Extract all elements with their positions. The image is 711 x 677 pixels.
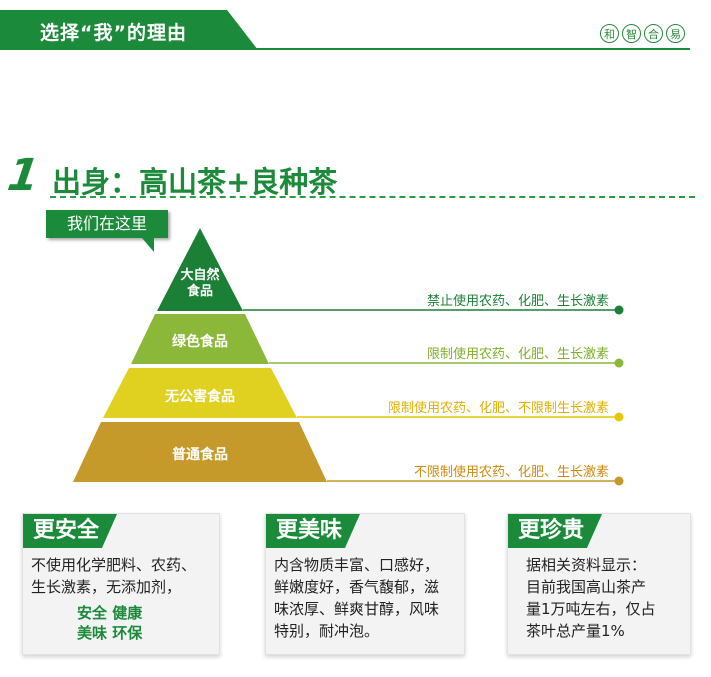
tier-note-4: 不限制使用农药、化肥、生长激素 xyxy=(413,465,609,480)
tier-label-2: 绿色食品 xyxy=(172,334,228,350)
pyramid-tier-3 xyxy=(103,368,297,418)
tier-label-1: 大自然 食品 xyxy=(180,268,220,299)
card-tastier: 更美味 内含物质丰富、口感好， 鲜嫩度好，香气馥郁，滋 味浓厚、鲜爽甘醇，风味 … xyxy=(265,513,465,655)
pyramid-tier-1 xyxy=(157,228,243,311)
card-title: 更美味 xyxy=(266,514,361,548)
tier-note-2: 限制使用农药、化肥、生长激素 xyxy=(426,347,609,362)
card-title: 更珍贵 xyxy=(508,514,603,548)
card-precious: 更珍贵 据相关资料显示： 目前我国高山茶产 量1万吨左右，仅占 茶叶总产量1% xyxy=(507,513,691,655)
pyramid-tier-2 xyxy=(131,314,269,364)
card-body: 据相关资料显示： 目前我国高山茶产 量1万吨左右，仅占 茶叶总产量1% xyxy=(526,556,656,640)
seal-char: 合 xyxy=(644,24,663,43)
leader-dot-1 xyxy=(614,305,624,315)
leader-dot-3 xyxy=(614,412,624,422)
section-title: 出身：高山茶+良种茶 xyxy=(52,165,338,199)
callout-tail xyxy=(142,238,154,252)
pyramid-tier-4 xyxy=(73,422,327,482)
seal-char: 智 xyxy=(622,24,641,43)
card-tags: 安全 健康 美味 环保 xyxy=(77,604,143,642)
tier-note-3: 限制使用农药、化肥、不限制生长激素 xyxy=(387,401,609,416)
card-body: 不使用化学肥料、农药、 生长激素，无添加剂， xyxy=(31,556,197,596)
seal-char: 易 xyxy=(666,24,685,43)
tier-label-3: 无公害食品 xyxy=(165,389,235,405)
seal-group: 和 智 合 易 xyxy=(600,24,685,43)
card-body: 内含物质丰富、口感好， 鲜嫩度好，香气馥郁，滋 味浓厚、鲜爽甘醇，风味 特别，耐… xyxy=(274,556,440,640)
card-safer: 更安全 不使用化学肥料、农药、 生长激素，无添加剂， 安全 健康 美味 环保 xyxy=(22,513,220,655)
callout-label: 我们在这里 xyxy=(46,210,168,238)
tier-note-1: 禁止使用农药、化肥、生长激素 xyxy=(426,294,609,309)
tier-label-4: 普通食品 xyxy=(172,447,228,463)
header-banner xyxy=(0,10,258,50)
seal-char: 和 xyxy=(600,24,619,43)
section-divider xyxy=(50,196,695,198)
leader-dot-4 xyxy=(614,476,624,486)
header-title: 选择“我”的理由 xyxy=(40,22,187,44)
card-title: 更安全 xyxy=(23,514,118,548)
header-underline xyxy=(0,48,690,50)
leader-dot-2 xyxy=(614,358,624,368)
